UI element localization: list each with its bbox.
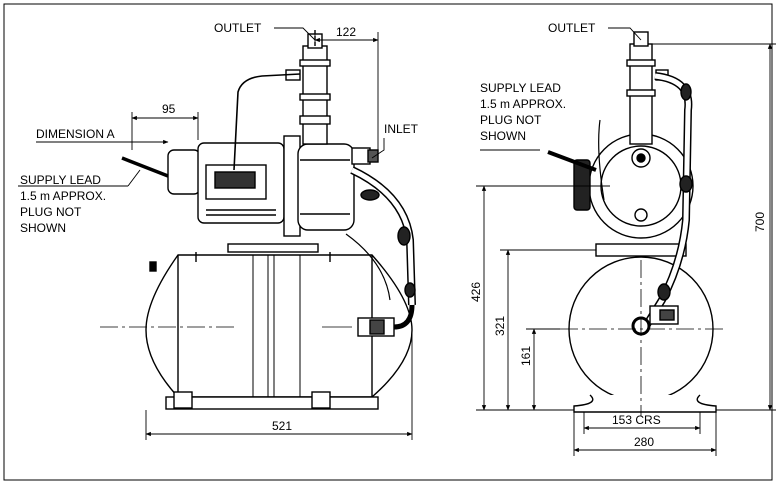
front-view xyxy=(547,31,726,416)
side-outlet-label: OUTLET xyxy=(214,21,262,35)
dim-161-label: 161 xyxy=(519,346,533,366)
side-pump-body xyxy=(297,143,355,231)
inlet-leader xyxy=(371,138,385,159)
front-supply-lead xyxy=(547,150,597,172)
dim-426-label: 426 xyxy=(469,282,483,302)
side-supply-lead-line-2: 1.5 m APPROX. xyxy=(20,189,106,203)
side-outlet-leader xyxy=(274,27,316,41)
dim-153-label: 153 CRS xyxy=(612,413,661,427)
inlet-label: INLET xyxy=(384,122,419,136)
front-supply-lead-line-3: PLUG NOT xyxy=(480,113,542,127)
front-supply-lead-line-2: 1.5 m APPROX. xyxy=(480,97,566,111)
side-supply-lead-line-4: SHOWN xyxy=(20,221,66,235)
front-outlet-leader xyxy=(608,27,642,41)
dimension-a-label: DIMENSION A xyxy=(36,127,115,141)
dim-122-label: 122 xyxy=(336,25,356,39)
side-foot-left xyxy=(173,391,193,409)
dim-95-label: 95 xyxy=(162,102,176,116)
side-motor-endcap xyxy=(167,149,201,195)
side-supply-lead-line-1: SUPPLY LEAD xyxy=(20,173,101,187)
dim-700-label: 700 xyxy=(753,212,767,232)
side-view xyxy=(100,30,416,410)
side-foot-right xyxy=(311,391,331,409)
front-supply-lead-line-4: SHOWN xyxy=(480,129,526,143)
side-supply-lead-line-3: PLUG NOT xyxy=(20,205,82,219)
dim-521-label: 521 xyxy=(272,419,292,433)
dim-280-label: 280 xyxy=(634,435,654,449)
dim-321-label: 321 xyxy=(493,316,507,336)
front-supply-lead-line-1: SUPPLY LEAD xyxy=(480,81,561,95)
side-labels: OUTLET 122 95 DIMENSION A INLET SUPPLY L… xyxy=(20,21,419,433)
side-supply-lead xyxy=(121,156,169,178)
front-labels: OUTLET SUPPLY LEAD 1.5 m APPROX. PLUG NO… xyxy=(469,21,767,449)
front-dimensions xyxy=(476,27,776,456)
side-dimensions xyxy=(18,27,413,440)
front-outlet-label: OUTLET xyxy=(548,21,596,35)
